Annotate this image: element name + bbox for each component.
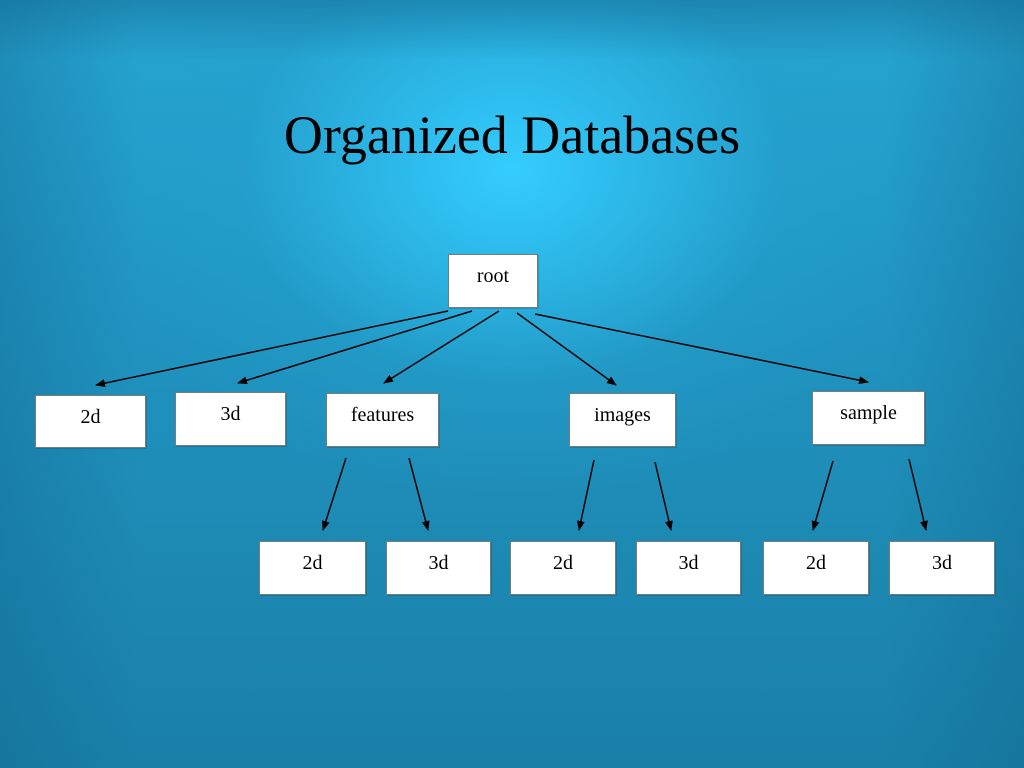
node-features-3d-label: 3d <box>428 552 449 574</box>
node-2d: 2d <box>35 395 146 448</box>
node-features-2d: 2d <box>259 541 366 595</box>
node-features-2d-label: 2d <box>302 552 323 574</box>
node-sample-2d-label: 2d <box>806 552 826 574</box>
edge-sample-to-3d <box>908 458 928 531</box>
edge-root-to-features <box>383 310 500 384</box>
edge-root-to-images <box>516 312 617 386</box>
node-root: root <box>448 254 538 308</box>
node-2d-label: 2d <box>80 406 101 428</box>
node-sample-2d: 2d <box>763 541 869 595</box>
node-sample: sample <box>812 391 925 445</box>
node-features-label: features <box>350 404 415 426</box>
node-root-label: root <box>476 265 510 287</box>
node-3d: 3d <box>175 392 286 446</box>
slide-title: Organized Databases <box>283 105 741 165</box>
edge-images-to-3d <box>654 461 673 531</box>
node-images-3d-label: 3d <box>678 552 699 574</box>
node-sample-3d: 3d <box>889 541 995 595</box>
edge-sample-to-2d <box>811 460 834 531</box>
node-images-3d: 3d <box>636 541 741 595</box>
edge-features-to-2d <box>321 457 347 531</box>
node-images-2d-label: 2d <box>553 552 573 574</box>
edge-root-to-3d <box>237 310 473 385</box>
node-images-2d: 2d <box>510 541 616 595</box>
node-sample-3d-label: 3d <box>932 552 952 574</box>
node-images: images <box>569 393 676 447</box>
node-sample-label: sample <box>840 402 897 424</box>
edge-root-to-sample <box>534 313 869 385</box>
node-3d-label: 3d <box>220 403 241 425</box>
node-features: features <box>326 393 439 447</box>
edge-features-to-3d <box>408 457 430 531</box>
edge-root-to-2d <box>95 310 449 388</box>
edge-images-to-2d <box>576 459 595 531</box>
node-images-label: images <box>594 404 651 426</box>
node-features-3d: 3d <box>386 541 491 595</box>
